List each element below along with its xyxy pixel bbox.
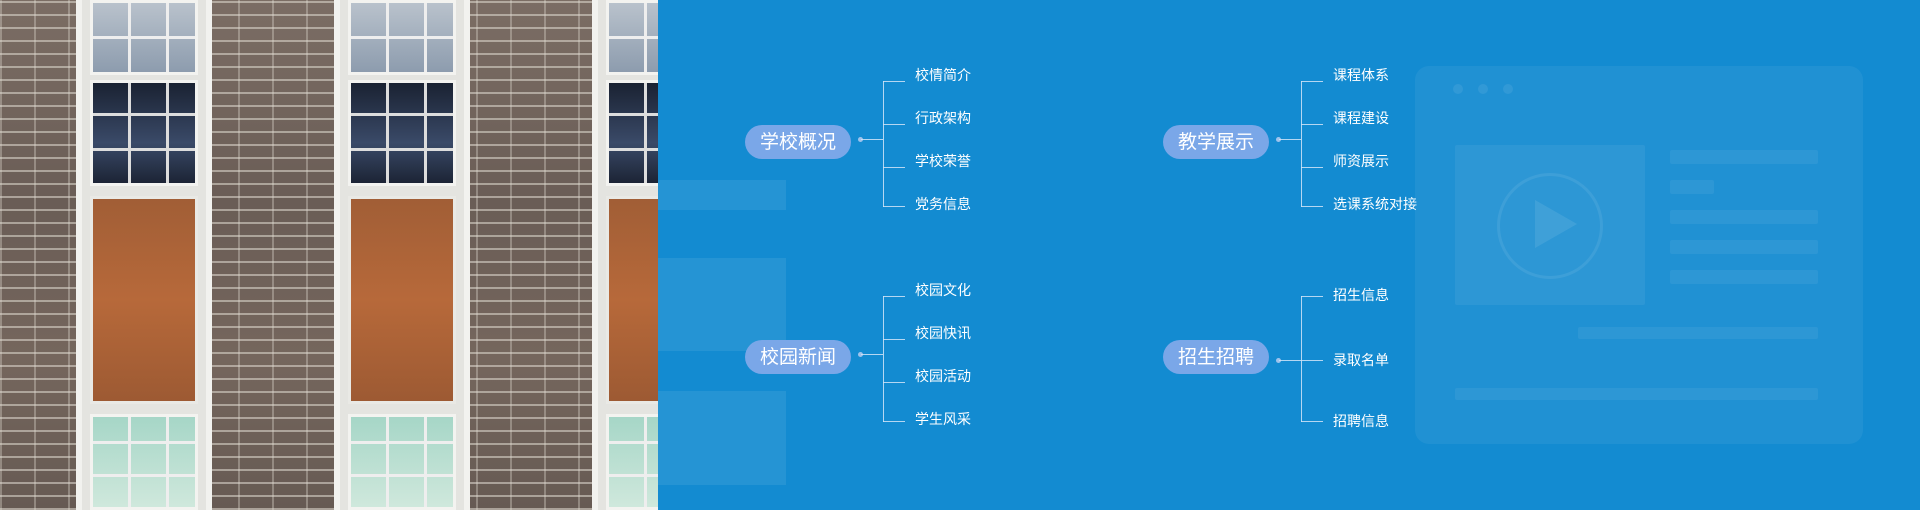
deco-block (658, 180, 786, 210)
menu-link[interactable]: 学校荣誉 (915, 154, 971, 170)
window-3 (592, 0, 658, 510)
window-1 (76, 0, 212, 510)
menu-link[interactable]: 行政架构 (915, 111, 971, 127)
menu-link[interactable]: 党务信息 (915, 197, 971, 213)
menu-group-admissions[interactable]: 招生招聘 (1163, 340, 1270, 374)
menu-link[interactable]: 课程体系 (1333, 68, 1389, 84)
menu-link[interactable]: 招聘信息 (1333, 414, 1389, 430)
deco-block (658, 391, 786, 485)
menu-link[interactable]: 校园快讯 (915, 326, 971, 342)
menu-link[interactable]: 校情简介 (915, 68, 971, 84)
menu-link[interactable]: 校园活动 (915, 369, 971, 385)
menu-link[interactable]: 校园文化 (915, 283, 971, 299)
window-2 (334, 0, 470, 510)
building-photo (0, 0, 658, 510)
play-icon (1497, 173, 1603, 279)
menu-link[interactable]: 招生信息 (1333, 288, 1389, 304)
menu-group-campus-news[interactable]: 校园新闻 (745, 340, 852, 374)
menu-link[interactable]: 选课系统对接 (1333, 197, 1417, 213)
video-mockup-graphic (1415, 66, 1863, 444)
menu-group-school-overview[interactable]: 学校概况 (745, 125, 852, 159)
menu-link[interactable]: 录取名单 (1333, 353, 1389, 369)
menu-link[interactable]: 师资展示 (1333, 154, 1389, 170)
deco-block (658, 258, 786, 351)
menu-panel (658, 0, 1920, 510)
menu-link[interactable]: 课程建设 (1333, 111, 1389, 127)
menu-link[interactable]: 学生风采 (915, 412, 971, 428)
menu-group-teaching[interactable]: 教学展示 (1163, 125, 1270, 159)
